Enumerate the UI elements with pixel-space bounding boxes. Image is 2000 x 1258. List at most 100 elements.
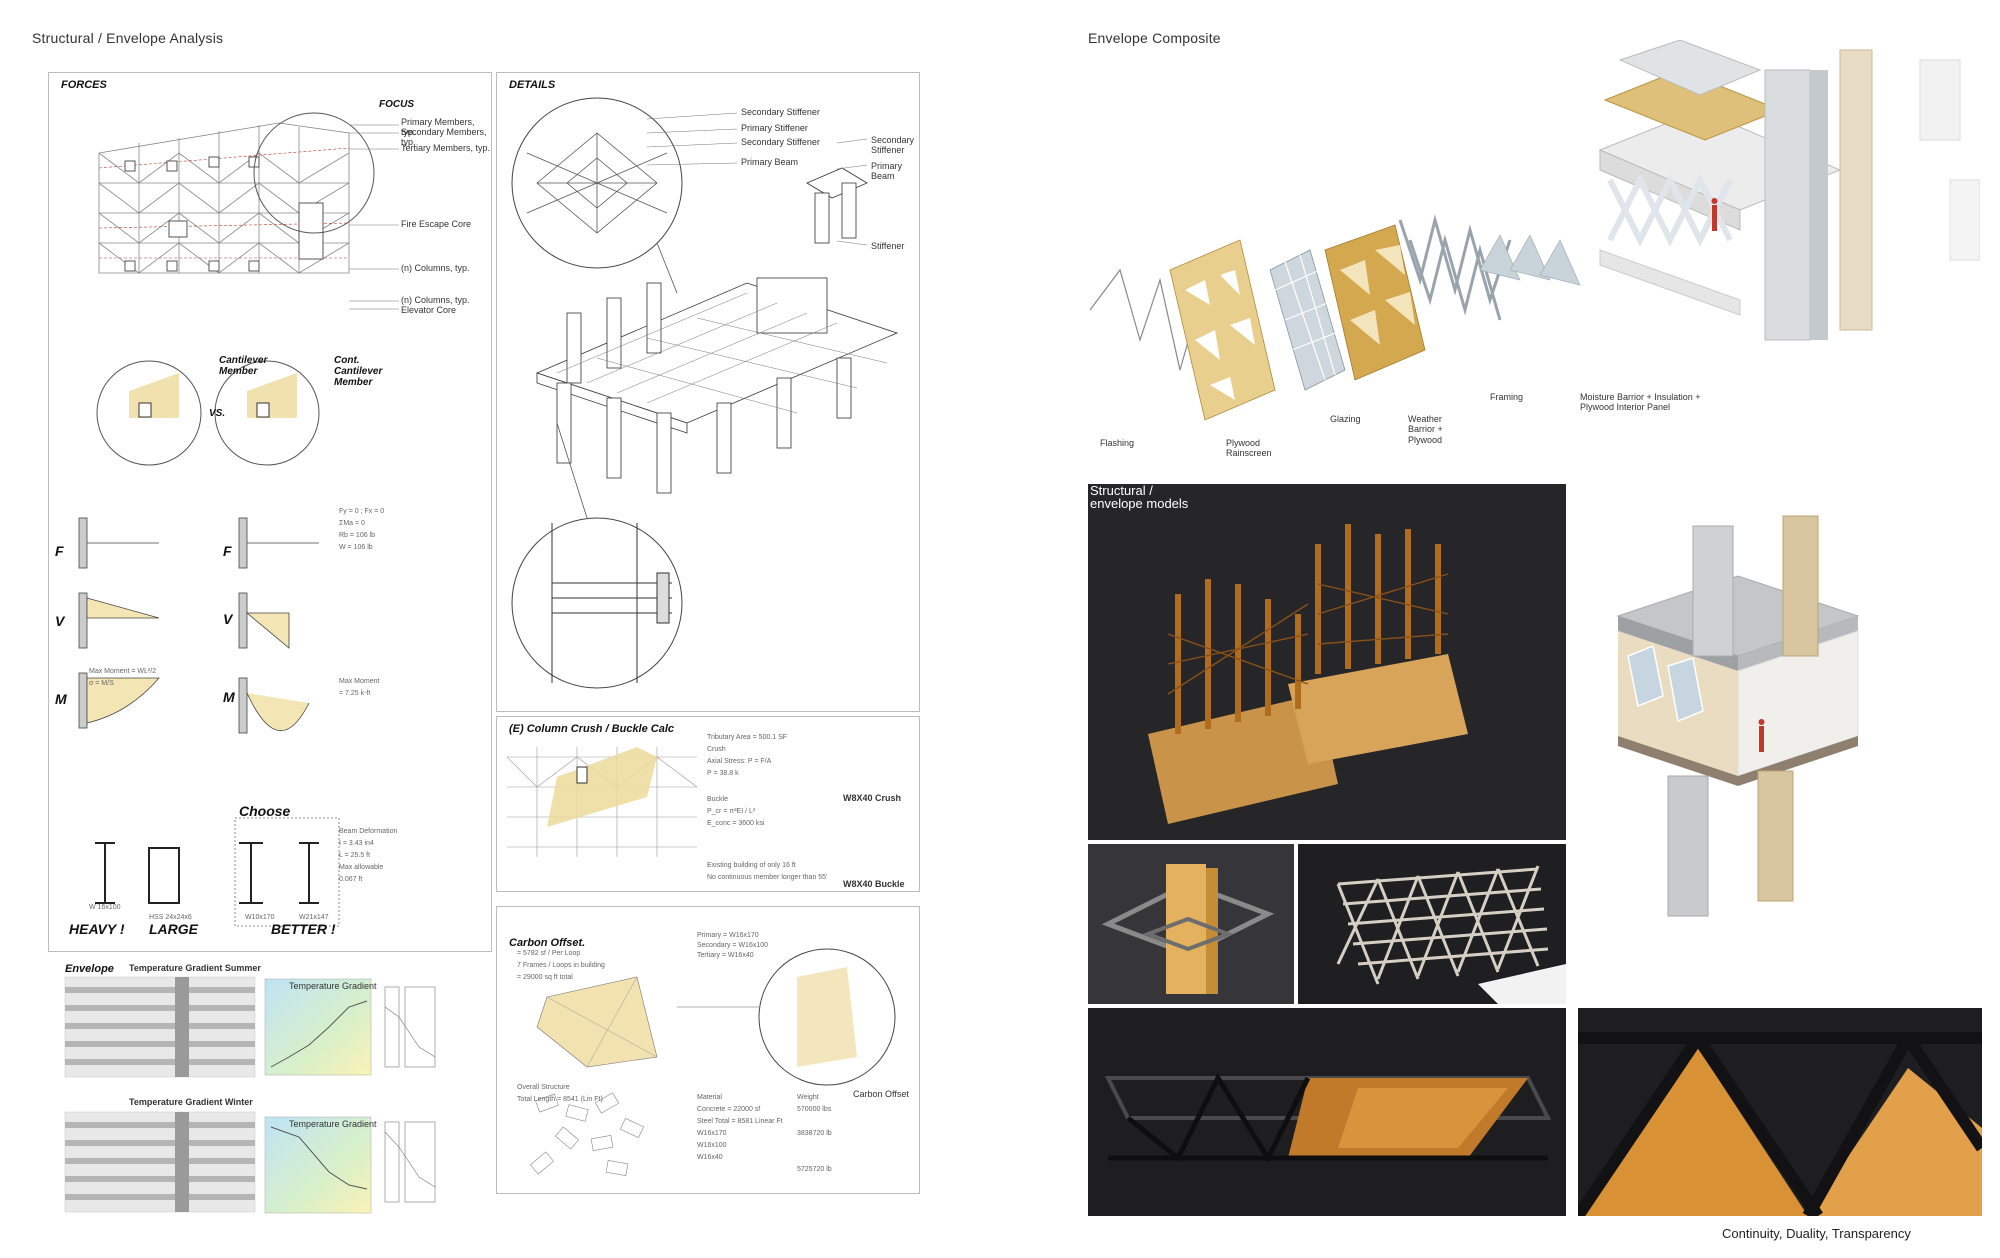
forces-title: FORCES [61,79,107,91]
svg-text:HSS 24x24x6: HSS 24x24x6 [149,914,192,921]
model-photo-column-node [1088,844,1294,1004]
framing-layer [1398,214,1512,321]
chart-winter-title: Temperature Gradient [289,1119,377,1129]
svg-text:= 7.25 k-ft: = 7.25 k-ft [339,690,370,697]
svg-text:Max allowable: Max allowable [339,864,383,871]
right-title: Envelope Composite [1088,30,1221,46]
cont-cantilever-label: Cont. Cantilever Member [334,355,383,388]
column-crush-panel: (E) Column Crush / Buckle Calc Tributary… [496,716,920,892]
svg-text:W10x170: W10x170 [245,914,275,921]
large-label: LARGE [149,921,198,937]
details-title: DETAILS [509,79,556,91]
v-label-left: V [55,613,65,629]
svg-text:Beam Deformation: Beam Deformation [339,828,397,835]
cantilever-label: Cantilever Member [219,355,268,377]
svg-text:Tertiary = W16x40: Tertiary = W16x40 [697,952,754,959]
svg-text:W21x147: W21x147 [299,914,329,921]
left-title: Structural / Envelope Analysis [32,30,224,46]
plywood-rainscreen-panel [1169,239,1276,421]
details-panel: DETAILS [496,72,920,712]
svg-text:0.067 ft: 0.067 ft [339,876,362,883]
envelope-panel: Envelope Temperature Gradient Summer Tem… [48,956,492,1222]
layer-plywood-rainscreen: Plywood Rainscreen [1226,438,1272,459]
callout-primary-members: Primary Members, typ. [401,117,475,138]
model-photo-frame-closeup [1578,1008,1982,1216]
carbon-title: Carbon Offset. [509,937,586,949]
svg-text:P_cr = π²EI / L²: P_cr = π²EI / L² [707,808,756,815]
chart-summer-title: Temperature Gradient [289,981,377,991]
details-callout-3: Secondary Stiffener [741,137,820,147]
envelope-title: Envelope [65,963,114,975]
layer-weather-barrier: Weather Barrior + Plywood [1408,414,1443,445]
svg-text:Weight: Weight [797,1094,819,1101]
svg-text:E_conc = 3600 ksi: E_conc = 3600 ksi [707,820,765,827]
callout-fire-escape-core: Fire Escape Core [401,219,472,229]
svg-text:Rb = 106 lb: Rb = 106 lb [339,532,375,539]
table-summer-title: Temperature Gradient Summer [129,963,261,973]
svg-text:P = 38.8 k: P = 38.8 k [707,770,739,777]
structural-plan-diagram: Fy = 0 ; Fx = 0 ΣMa = 0 Rb = 106 lb W = … [78,112,399,927]
svg-text:Max Moment: Max Moment [339,678,380,685]
models-label: Structural / envelope models [1090,483,1189,511]
svg-text:5725720 lb: 5725720 lb [797,1166,832,1173]
svg-text:Secondary = W16x100: Secondary = W16x100 [697,942,768,949]
svg-text:Total Length = 8541 (Lin Ft): Total Length = 8541 (Lin Ft) [517,1096,603,1103]
svg-text:σ = M/S: σ = M/S [89,680,114,687]
callout-columns-2: (n) Columns, typ. [401,295,470,305]
svg-text:Primary = W16x170: Primary = W16x170 [697,932,759,939]
svg-text:Axial Stress: P = F/A: Axial Stress: P = F/A [707,758,772,765]
svg-text:Max Moment = WL²/2: Max Moment = WL²/2 [89,668,156,675]
model-photo-lattice [1298,844,1566,1004]
svg-text:Fy = 0 ; Fx = 0: Fy = 0 ; Fx = 0 [339,508,384,515]
layer-moisture-barrier: Moisture Barrior + Insulation + Plywood … [1580,392,1701,413]
details-callout-5: Secondary Stiffener [871,135,915,156]
details-callout-4: Primary Beam [741,157,799,167]
heavy-label: HEAVY ! [69,921,125,937]
forces-panel: FORCES FOCUS [48,72,492,952]
details-callout-7: Stiffener [871,241,905,251]
svg-text:Existing building of only 16 f: Existing building of only 16 ft [707,862,796,869]
details-callout-6: Primary Beam [871,161,902,182]
callout-secondary-members: Secondary Members, typ. [401,127,487,148]
vs-label: VS. [209,408,226,419]
callout-columns-1: (n) Columns, typ. [401,263,470,273]
column-crush-diagram: Tributary Area = 500.1 SF Crush Axial St… [506,734,827,881]
callout-tertiary-members: Tertiary Members, typ. [401,143,491,153]
choose-label: Choose [239,803,291,819]
svg-text:No continuous member longer th: No continuous member longer than 55' [707,874,827,881]
svg-text:570000 lbs: 570000 lbs [797,1106,832,1113]
right-caption: Continuity, Duality, Transparency [1722,1226,1911,1241]
buckle-tag: W8X40 Buckle [843,879,905,889]
focus-label: FOCUS [379,99,414,110]
envelope-tables-diagram [64,976,436,1214]
svg-text:Overall Structure: Overall Structure [517,1084,570,1091]
svg-text:I = 3.43 in4: I = 3.43 in4 [339,840,374,847]
f-label-left: F [55,543,64,559]
svg-text:W16x100: W16x100 [697,1142,727,1149]
crush-tag: W8X40 Crush [843,793,902,803]
envelope-exploded-axon [1089,40,1980,421]
table-winter-title: Temperature Gradient Winter [129,1097,253,1107]
svg-text:3838720 lb: 3838720 lb [797,1130,832,1137]
carbon-diagram: = 5782 sf / Per Loop 7 Frames / Loops in… [517,932,896,1176]
model-photo-section [1608,496,1868,936]
svg-text:L = 25.5 ft: L = 25.5 ft [339,852,370,859]
svg-text:Buckle: Buckle [707,796,728,803]
layer-framing: Framing [1490,392,1524,402]
svg-text:W16x40: W16x40 [697,1154,723,1161]
m-label-right: M [223,689,235,705]
m-label-left: M [55,691,67,707]
model-photo-frame-long [1088,1008,1566,1216]
layer-glazing: Glazing [1330,414,1361,424]
svg-text:Tributary Area = 500.1 SF: Tributary Area = 500.1 SF [707,734,787,741]
svg-text:W = 106 lb: W = 106 lb [339,544,373,551]
svg-text:Steel Total = 8581 Linear Ft: Steel Total = 8581 Linear Ft [697,1118,783,1125]
callout-elevator-core: Elevator Core [401,305,457,315]
svg-text:= 29000 sq ft total: = 29000 sq ft total [517,974,573,981]
details-callout-2: Primary Stiffener [741,123,808,133]
svg-text:Crush: Crush [707,746,726,753]
better-label: BETTER ! [271,921,336,937]
svg-text:ΣMa = 0: ΣMa = 0 [339,520,365,527]
f-label-right: F [223,543,232,559]
